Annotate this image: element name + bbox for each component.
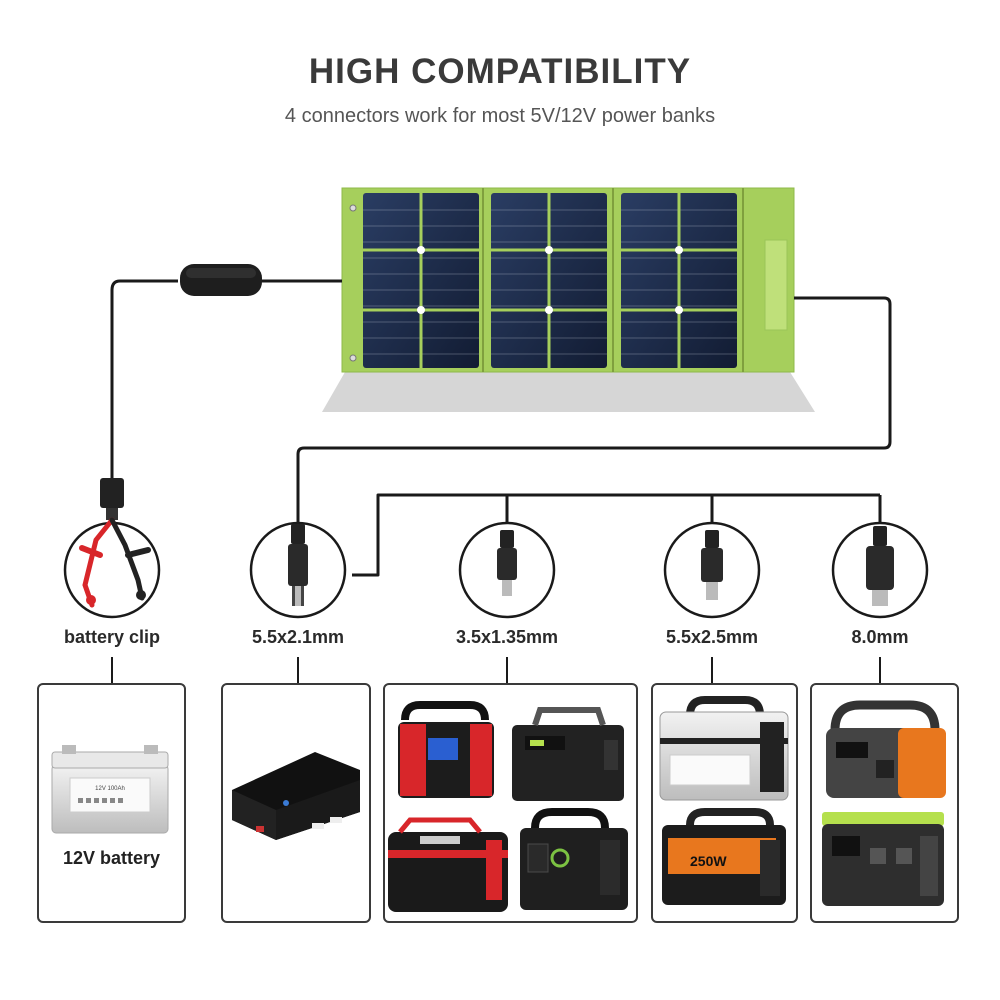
cable-panel-to-main-connector — [296, 296, 892, 524]
station-gray-orange — [826, 700, 946, 798]
station-silver — [659, 696, 789, 801]
device-box-power-bank — [221, 683, 371, 923]
page-subtitle: 4 connectors work for most 5V/12V power … — [284, 105, 716, 127]
cable-controller-to-clip — [110, 279, 178, 478]
connector-label-5.5x2.5: 5.5x2.5mm — [665, 627, 759, 647]
station-red-small — [398, 701, 494, 798]
clip-plug — [100, 478, 124, 520]
station-green-accent — [520, 808, 628, 910]
connector-label-8.0: 8.0mm — [851, 627, 909, 647]
page-title: HIGH COMPATIBILITY — [308, 52, 692, 91]
power-bank-image — [232, 752, 360, 840]
connector-circle-5.5x2.1 — [249, 521, 347, 619]
station-gray-green — [822, 812, 944, 906]
solar-panel-shadow — [322, 372, 815, 412]
adapter-tree-trunk — [352, 493, 880, 577]
connector-label-3.5x1.35: 3.5x1.35mm — [455, 627, 559, 647]
cell-corner-dots — [417, 246, 683, 314]
device-box-battery — [37, 683, 186, 923]
station-orange-red — [388, 817, 508, 912]
cables — [110, 279, 892, 683]
connector-circle-5.5x2.5 — [663, 521, 761, 619]
battery-print: 12V 100Ah — [95, 786, 125, 792]
device-box-8.0 — [810, 683, 959, 923]
station-black-lid — [512, 707, 624, 801]
station-orange-250w: 250W — [662, 808, 786, 905]
connector-circle-8.0 — [831, 521, 929, 619]
solar-panel — [341, 187, 795, 373]
battery-image: 12V 100Ah — [51, 745, 169, 834]
battery-caption: 12V battery — [62, 848, 161, 868]
connector-label-battery-clip: battery clip — [63, 627, 161, 647]
connector-label-5.5x2.1: 5.5x2.1mm — [251, 627, 345, 647]
charge-controller — [180, 264, 262, 296]
device-box-3.5x1.35 — [383, 683, 638, 923]
device-box-5.5x2.5 — [651, 683, 798, 923]
connector-circle-3.5x1.35 — [458, 521, 556, 619]
connector-circle-clip — [63, 517, 161, 619]
station-brand-text: 250W — [690, 853, 727, 869]
